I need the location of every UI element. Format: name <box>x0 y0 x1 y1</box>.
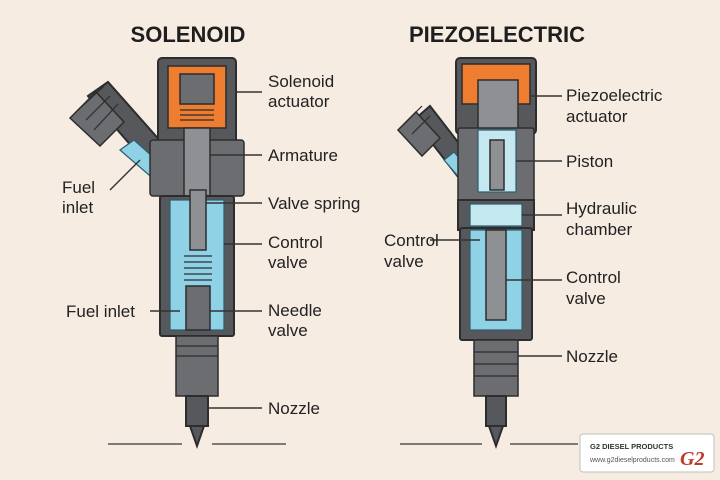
label-piezo-control-right-2: valve <box>566 289 606 308</box>
badge-name: G2 DIESEL PRODUCTS <box>590 442 673 451</box>
label-fuel-inlet-1: Fuel <box>62 178 95 197</box>
brand-badge: G2 DIESEL PRODUCTS www.g2dieselproducts.… <box>579 433 715 473</box>
label-solenoid-actuator-1: Solenoid <box>268 72 334 91</box>
label-piezo-control-left-2: valve <box>384 252 424 271</box>
label-hydraulic-2: chamber <box>566 220 632 239</box>
g2-logo-icon: G2 <box>680 448 704 470</box>
label-needle-valve-1: Needle <box>268 301 322 320</box>
piston-rod <box>489 139 505 191</box>
label-fuel-inlet-lower: Fuel inlet <box>66 302 135 321</box>
solenoid-nozzle-tip <box>188 425 206 450</box>
label-hydraulic-1: Hydraulic <box>566 199 637 218</box>
solenoid-lower-body <box>175 335 219 397</box>
piezo-nozzle-holder <box>485 395 507 427</box>
valve-spring-rod <box>189 189 207 251</box>
needle-valve <box>185 285 211 331</box>
label-armature: Armature <box>268 146 338 165</box>
valve-spring <box>184 255 212 281</box>
label-piston: Piston <box>566 152 613 171</box>
solenoid-injector: SOLENOID <box>62 22 360 450</box>
solenoid-leaders <box>109 91 262 409</box>
label-solenoid-actuator-2: actuator <box>268 92 330 111</box>
piezo-actuator-core <box>477 79 519 131</box>
label-fuel-inlet-2: inlet <box>62 198 93 217</box>
piezo-control-valve <box>485 229 507 321</box>
label-piezo-nozzle: Nozzle <box>566 347 618 366</box>
solenoid-core <box>179 73 215 105</box>
label-piezo-control-left-1: Control <box>384 231 439 250</box>
label-piezo-actuator-1: Piezoelectric <box>566 86 663 105</box>
piezo-title: PIEZOELECTRIC <box>409 22 585 47</box>
hydraulic-chamber <box>469 203 523 227</box>
piezo-leaders <box>430 95 562 357</box>
solenoid-coil-windings <box>180 109 214 121</box>
label-solenoid-control-valve-2: valve <box>268 253 308 272</box>
label-needle-valve-2: valve <box>268 321 308 340</box>
badge-url: www.g2dieselproducts.com <box>589 457 675 464</box>
armature <box>183 127 211 199</box>
label-piezo-control-right-1: Control <box>566 268 621 287</box>
label-piezo-actuator-2: actuator <box>566 107 628 126</box>
label-solenoid-control-valve-1: Control <box>268 233 323 252</box>
solenoid-nozzle-holder <box>185 395 209 427</box>
label-valve-spring: Valve spring <box>268 194 360 213</box>
solenoid-lower-ribs <box>176 345 218 357</box>
label-solenoid-nozzle: Nozzle <box>268 399 320 418</box>
piezo-lower-ribs <box>474 351 518 377</box>
piezo-injector: PIEZOELECTRIC <box>384 22 663 450</box>
piezo-lower-body <box>473 339 519 397</box>
piezo-nozzle-tip <box>487 425 505 450</box>
solenoid-title: SOLENOID <box>131 22 246 47</box>
